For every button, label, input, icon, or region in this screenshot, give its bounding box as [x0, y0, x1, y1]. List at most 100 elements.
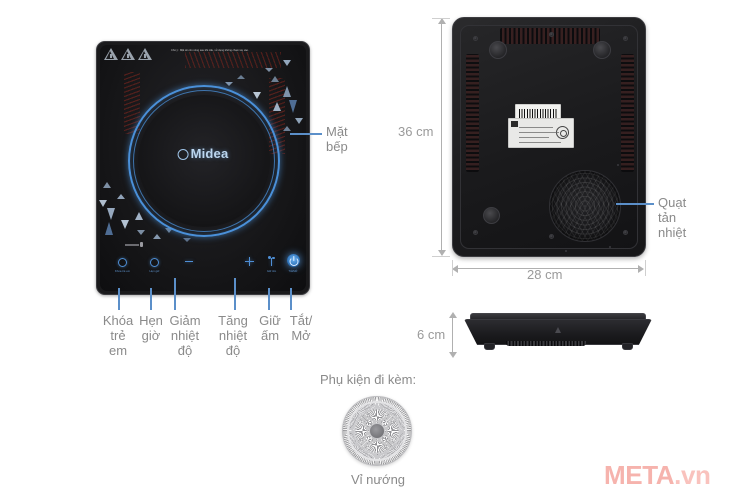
triangle-decoration	[183, 238, 191, 242]
leader-line-power	[290, 288, 292, 310]
label-power: Tắt/ Mở	[289, 313, 313, 343]
meta-vn-watermark: META.vn	[604, 460, 711, 491]
accessory-grill-rack	[342, 396, 412, 466]
triangle-decoration	[295, 118, 303, 124]
vent-slots-right	[621, 54, 634, 172]
dimension-label-width: 28 cm	[527, 267, 563, 282]
vent-dot	[565, 250, 567, 252]
leader-line-cooktop	[290, 133, 322, 135]
control-caption: Tắt/Mở	[288, 269, 298, 273]
grill-rack-hub	[369, 423, 385, 439]
cooktop-warning-text: Chú ý : Mặt sẽ còn nóng sau khi nấu, xử …	[171, 49, 249, 52]
watermark-meta: META	[604, 460, 675, 490]
vent-slots-left	[466, 54, 479, 172]
side-view-foot	[484, 343, 495, 350]
control-button-child-lock[interactable]: Khóa trẻ em	[115, 258, 130, 273]
power-icon[interactable]	[287, 254, 300, 267]
control-button-timer[interactable]: Hẹn giờ	[150, 258, 159, 273]
leader-line-timer	[150, 288, 152, 310]
dimension-arrow-head-top-side	[449, 312, 457, 318]
label-temp-up: Tăng nhiệt độ	[218, 313, 248, 358]
triangle-decoration	[153, 234, 161, 239]
dimension-width-arrow	[456, 268, 642, 269]
triangle-decoration	[283, 60, 291, 66]
dimension-arrow-head-left	[452, 265, 458, 273]
triangle-decoration	[99, 200, 107, 207]
dimension-tick-right	[645, 260, 646, 276]
triangle-decoration	[237, 75, 245, 79]
cooktop-top-view: Chú ý : Mặt sẽ còn nóng sau khi nấu, xử …	[96, 41, 310, 295]
side-view-glass-edge	[470, 313, 646, 320]
induction-ring-core	[138, 95, 270, 227]
leader-line-child-lock	[118, 288, 120, 310]
triangle-decoration	[283, 126, 291, 131]
screw-icon	[473, 230, 478, 235]
dimension-label-height: 36 cm	[398, 124, 434, 139]
label-temp-down: Giảm nhiệt độ	[169, 313, 201, 358]
screw-icon	[549, 234, 554, 239]
induction-ring-outer	[128, 85, 280, 237]
control-button-temp-up[interactable]	[245, 257, 254, 266]
dimension-arrow-head-bottom	[438, 250, 446, 256]
accessory-heading: Phụ kiện đi kèm:	[320, 372, 417, 387]
triangle-decoration	[271, 76, 279, 82]
control-button-temp-down[interactable]	[185, 261, 193, 263]
leader-line-keep-warm	[268, 288, 270, 310]
cooker-side-view	[462, 313, 654, 357]
control-caption: Hẹn giờ	[149, 269, 160, 273]
cooker-bottom-view	[452, 17, 646, 257]
clock-icon	[150, 258, 159, 267]
screw-icon	[549, 32, 554, 37]
side-view-foot	[622, 343, 633, 350]
dimension-tick-left	[452, 260, 453, 276]
midea-mark-icon	[177, 149, 189, 160]
dimension-label-side-height: 6 cm	[417, 327, 446, 342]
cooling-fan-grille	[549, 170, 621, 242]
dimension-tick-top	[432, 18, 450, 19]
induction-ring-inner	[133, 90, 275, 232]
accessory-name: Vỉ nướng	[350, 472, 406, 487]
leader-line-fan	[616, 203, 654, 205]
leader-line-temp-up	[234, 278, 236, 310]
triangle-decoration	[105, 222, 113, 235]
dimension-arrow-head-top	[438, 18, 446, 24]
screw-icon	[473, 36, 478, 41]
triangle-decoration	[165, 228, 173, 233]
warning-triangle-icon	[104, 48, 118, 60]
vent-dot	[609, 246, 611, 248]
leader-line-temp-down	[174, 278, 176, 310]
triangle-decoration	[121, 220, 129, 229]
triangle-decoration	[225, 82, 233, 86]
triangle-decoration	[137, 230, 145, 235]
triangle-decoration	[103, 182, 111, 188]
callout-cooktop-surface: Mặt bếp	[326, 124, 348, 154]
dimension-height-arrow	[441, 19, 442, 255]
screw-icon	[623, 36, 628, 41]
specification-label	[508, 118, 574, 148]
triangle-decoration	[273, 102, 281, 111]
callout-cooling-fan: Quạt tản nhiệt	[658, 195, 687, 240]
lock-icon	[118, 258, 127, 267]
minus-icon	[185, 261, 193, 263]
vent-dot	[617, 164, 619, 166]
rubber-foot	[489, 41, 507, 59]
warning-triangles	[104, 48, 152, 60]
midea-wordmark: Midea	[190, 146, 229, 161]
watermark-vn: .vn	[674, 460, 711, 490]
dimension-tick-bottom	[432, 256, 450, 257]
control-button-keep-warm[interactable]: Giữ ấm	[267, 256, 276, 273]
rubber-foot	[593, 41, 611, 59]
slider-indicator	[125, 242, 143, 247]
dimension-side-arrow	[452, 315, 453, 355]
warning-triangle-icon	[121, 48, 135, 60]
dimension-arrow-head-right	[638, 265, 644, 273]
triangle-decoration	[107, 208, 115, 220]
hatch-decoration-left	[124, 72, 140, 134]
triangle-decoration	[117, 194, 125, 199]
warm-icon	[267, 256, 276, 267]
plus-icon	[245, 257, 254, 266]
triangle-decoration	[253, 92, 261, 99]
triangle-decoration	[283, 86, 291, 97]
label-timer: Hẹn giờ	[139, 313, 163, 343]
